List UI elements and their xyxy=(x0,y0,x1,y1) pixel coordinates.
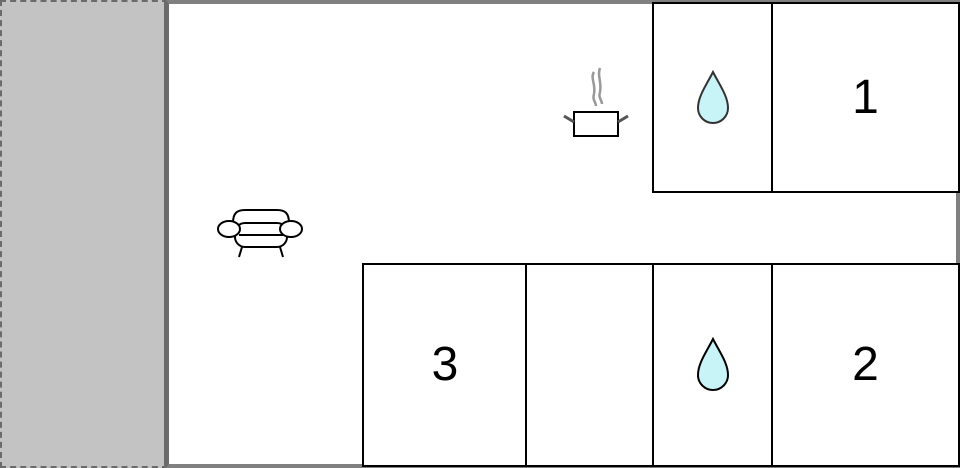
bedroom-3: 3 xyxy=(362,263,528,467)
bedroom-1: 1 xyxy=(771,2,960,193)
room-number: 1 xyxy=(852,70,879,124)
bathroom-bottom xyxy=(652,263,774,467)
water-drop-icon xyxy=(696,337,730,391)
room-number: 2 xyxy=(852,338,879,391)
hallway-closet xyxy=(525,263,655,467)
room-number: 3 xyxy=(431,338,459,391)
water-drop-icon xyxy=(696,69,730,124)
cooking-pot-icon xyxy=(560,64,630,140)
bedroom-2: 2 xyxy=(771,263,960,467)
bathroom-top xyxy=(652,2,774,193)
sofa-icon xyxy=(215,205,305,261)
terrace-area xyxy=(0,0,168,468)
